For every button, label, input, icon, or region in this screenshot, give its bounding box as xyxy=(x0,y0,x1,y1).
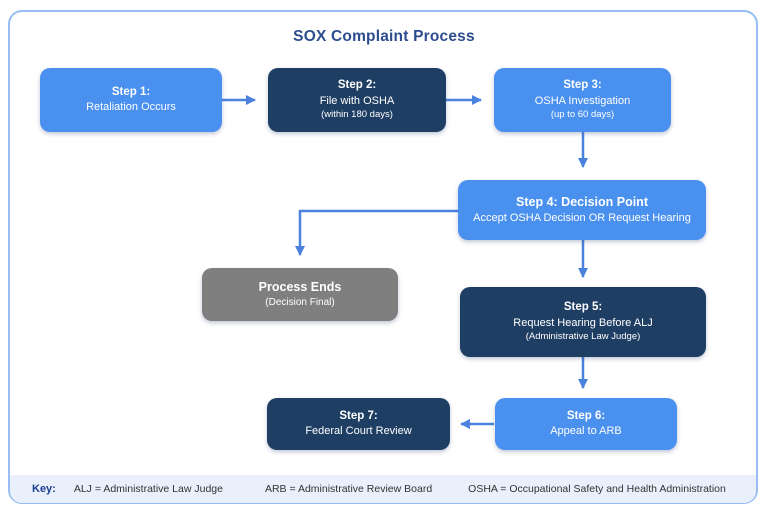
node-step-2-title: Step 2: xyxy=(337,79,377,92)
node-step-3-subtext: (up to 60 days) xyxy=(550,108,615,120)
node-step-1-text: Retaliation Occurs xyxy=(86,101,176,114)
node-process-ends-title: Process Ends xyxy=(258,280,342,295)
node-step-2-text: File with OSHA xyxy=(319,94,395,107)
node-step-4-title: Step 4: Decision Point xyxy=(516,195,648,210)
key-item-arb: ARB = Administrative Review Board xyxy=(264,483,433,495)
key-item-alj: ALJ = Administrative Law Judge xyxy=(73,483,223,495)
node-step-5-subtext: (Administrative Law Judge) xyxy=(525,330,641,342)
node-process-ends: Process Ends (Decision Final) xyxy=(202,268,398,321)
page-title: SOX Complaint Process xyxy=(293,28,475,45)
node-step-6: Step 6: Appeal to ARB xyxy=(495,398,677,450)
node-step-3-text: OSHA Investigation xyxy=(534,94,631,107)
node-step-4-text: Accept OSHA Decision OR Request Hearing xyxy=(473,212,691,225)
key-item-osha: OSHA = Occupational Safety and Health Ad… xyxy=(468,483,726,495)
node-step-5-text: Request Hearing Before ALJ xyxy=(513,316,653,329)
node-process-ends-subtext: (Decision Final) xyxy=(265,297,335,309)
node-step-6-text: Appeal to ARB xyxy=(550,425,622,438)
node-step-6-title: Step 6: xyxy=(566,409,606,422)
key-label: Key: xyxy=(32,483,56,495)
node-step-3-title: Step 3: xyxy=(563,79,602,92)
node-step-7-title: Step 7: xyxy=(339,409,378,422)
node-step-2-subtext: (within 180 days) xyxy=(321,108,393,120)
node-step-3: Step 3: OSHA Investigation (up to 60 day… xyxy=(494,68,671,132)
node-step-1-title: Step 1: xyxy=(111,85,151,98)
node-step-5: Step 5: Request Hearing Before ALJ (Admi… xyxy=(460,287,706,357)
node-step-1: Step 1: Retaliation Occurs xyxy=(40,68,222,132)
node-step-7: Step 7: Federal Court Review xyxy=(267,398,450,450)
node-step-4-decision-point: Step 4: Decision Point Accept OSHA Decis… xyxy=(458,180,706,240)
node-step-5-title: Step 5: xyxy=(563,301,603,314)
node-step-2: Step 2: File with OSHA (within 180 days) xyxy=(268,68,446,132)
node-step-7-text: Federal Court Review xyxy=(305,425,412,438)
key-legend-bar: Key: ALJ = Administrative Law Judge ARB … xyxy=(10,475,756,503)
